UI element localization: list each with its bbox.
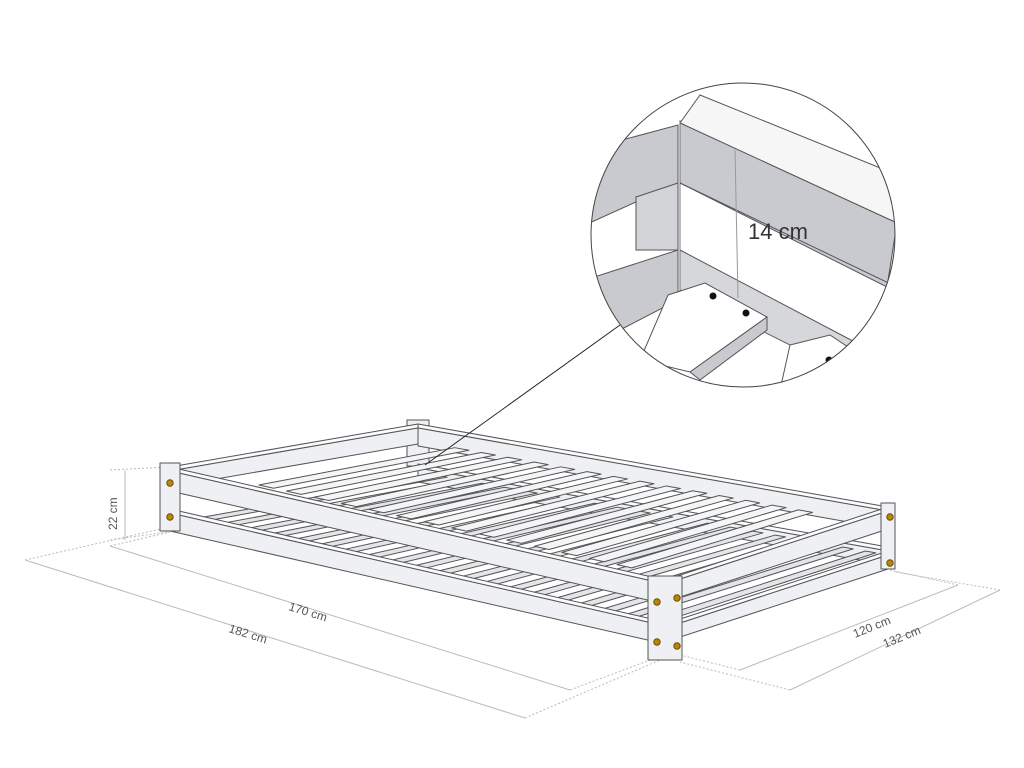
dim-182-label: 182 cm (227, 621, 269, 646)
screw-dot (742, 309, 750, 317)
screw-icon (886, 513, 894, 521)
upper-slat (561, 499, 761, 557)
dim-182-line (24, 559, 526, 719)
upper-slat (285, 451, 496, 495)
upper-slat (506, 490, 708, 544)
dim-22-label: 22 cm (106, 497, 120, 530)
screw-icon (166, 513, 174, 521)
upper-slat (258, 447, 470, 489)
screw-dot (709, 292, 717, 300)
dim-132-line (789, 589, 1001, 691)
upper-slat (368, 466, 576, 514)
upper-slat (396, 471, 602, 520)
screw-icon (673, 642, 681, 650)
upper-slat (423, 475, 629, 526)
dimension-lines (24, 466, 1001, 719)
back-right-post (880, 502, 896, 570)
upper-slat (616, 509, 814, 569)
upper-slat (478, 485, 681, 538)
detail-magnifier: 14 cm (590, 82, 896, 388)
height-measure-arrow (734, 149, 739, 299)
dim-120-line (739, 584, 959, 671)
screw-icon (653, 638, 661, 646)
upper-slat (313, 456, 523, 502)
screw-icon (886, 559, 894, 567)
screw-icon (653, 598, 661, 606)
upper-slat (533, 495, 734, 551)
magnifier-border (590, 82, 896, 388)
bed-frame (159, 419, 896, 661)
detail-leader-line (424, 324, 621, 466)
screw-icon (673, 594, 681, 602)
upper-slat (451, 480, 655, 532)
upper-slat (340, 461, 549, 508)
front-left-post (159, 462, 181, 532)
detail-height-label: 14 cm (748, 219, 808, 244)
dim-170-label: 170 cm (287, 599, 329, 624)
dim-170-line (109, 545, 571, 691)
upper-slat (588, 504, 787, 563)
screw-icon (166, 479, 174, 487)
